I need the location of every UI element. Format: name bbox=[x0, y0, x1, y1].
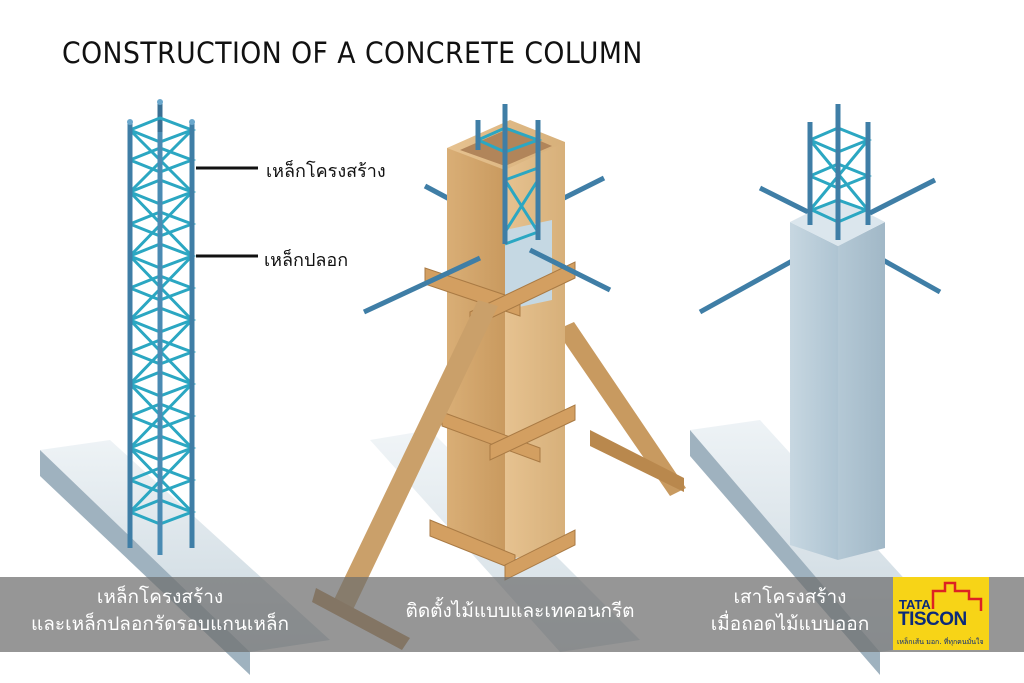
formwork-stage2 bbox=[312, 104, 686, 650]
logo-line1: TATA bbox=[899, 597, 931, 612]
callout-stirrup-label: เหล็กปลอก bbox=[264, 250, 349, 271]
rebar-cage-stage1 bbox=[127, 99, 258, 555]
caption-stage1-line1: เหล็กโครงสร้าง bbox=[96, 586, 224, 608]
caption-stage3: เสาโครงสร้าง เมื่อถอดไม้แบบออก bbox=[690, 584, 890, 638]
callout-main-bar-label: เหล็กโครงสร้าง bbox=[266, 161, 386, 182]
caption-stage3-line1: เสาโครงสร้าง bbox=[733, 586, 847, 608]
page-title: CONSTRUCTION OF A CONCRETE COLUMN bbox=[62, 36, 643, 70]
building-outline-icon bbox=[931, 581, 983, 611]
concrete-column-stage3 bbox=[698, 104, 942, 560]
logo-tagline: เหล็กเส้น มอก. ที่ทุกคนมั่นใจ bbox=[897, 638, 984, 646]
logo-line2: TISCON bbox=[898, 609, 967, 630]
caption-band bbox=[0, 577, 1024, 652]
tata-tiscon-logo: TATA TISCON เหล็กเส้น มอก. ที่ทุกคนมั่นใ… bbox=[893, 577, 989, 650]
caption-stage1-line2: และเหล็กปลอกรัดรอบแกนเหล็ก bbox=[30, 613, 289, 635]
caption-stage1: เหล็กโครงสร้าง และเหล็กปลอกรัดรอบแกนเหล็… bbox=[10, 584, 310, 638]
caption-stage2: ติดตั้งไม้แบบและเทคอนกรีต bbox=[405, 600, 635, 622]
caption-stage3-line2: เมื่อถอดไม้แบบออก bbox=[710, 613, 870, 635]
